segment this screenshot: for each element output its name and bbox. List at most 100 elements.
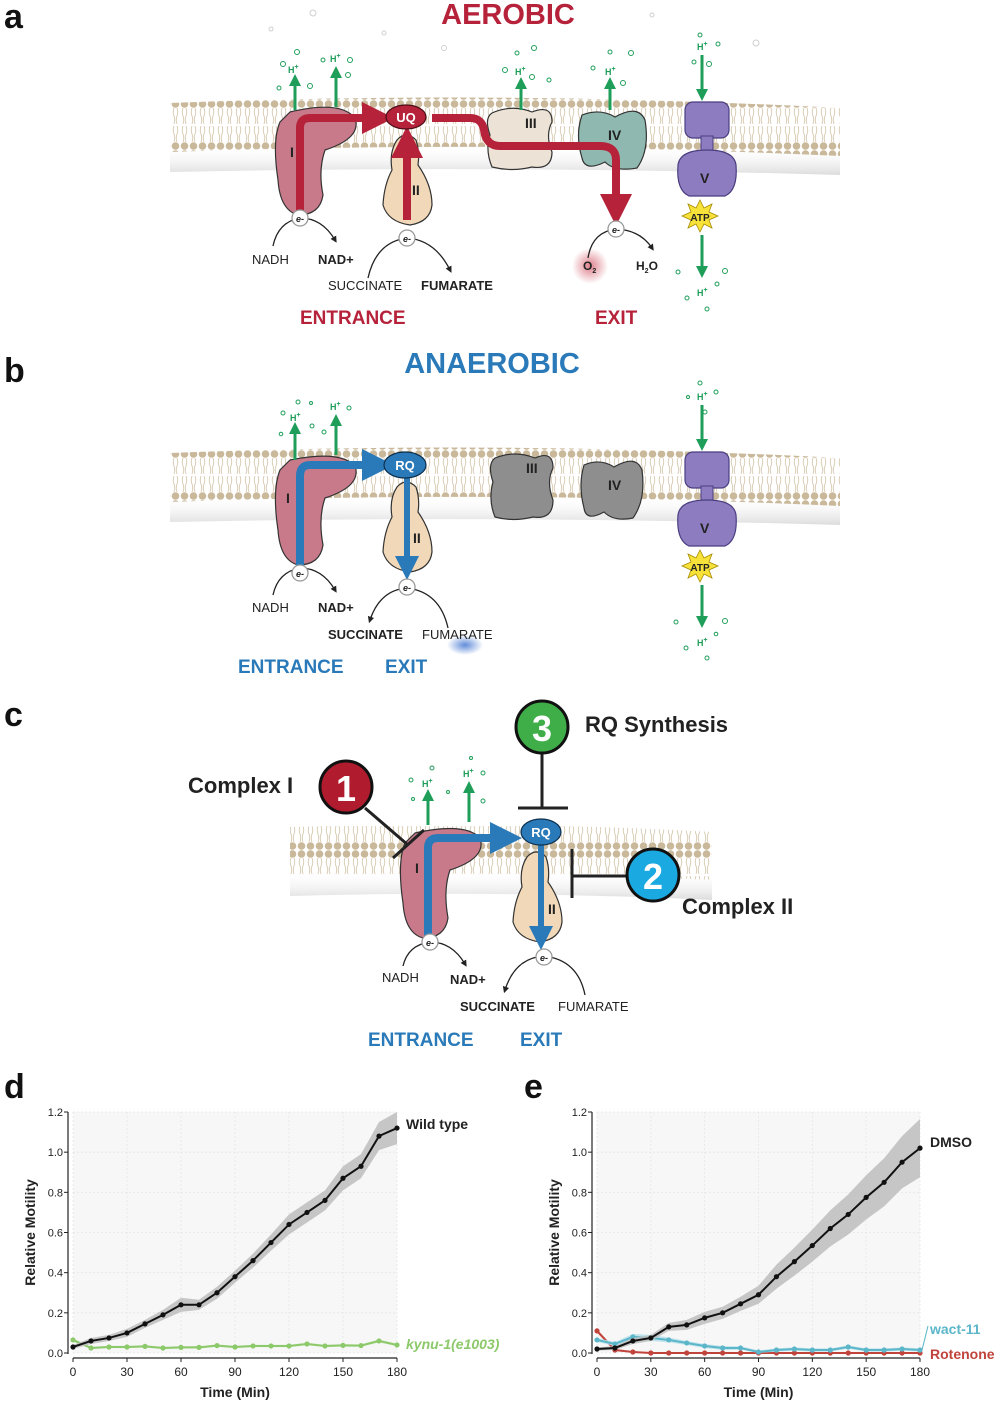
complex-v-label: V xyxy=(700,170,710,186)
svg-text:H+: H+ xyxy=(697,41,708,52)
complex-iv-b-inactive: IV xyxy=(580,460,644,520)
target-3-badge xyxy=(514,699,570,755)
y-tick-label: 0.2 xyxy=(48,1308,63,1320)
h2o-label: H2O xyxy=(636,259,658,275)
panel-letter-b: b xyxy=(4,352,25,390)
x-axis-label: Time (Min) xyxy=(724,1384,794,1400)
svg-text:RQ: RQ xyxy=(531,825,551,840)
data-point xyxy=(358,1342,364,1349)
y-tick-label: 0.0 xyxy=(48,1348,63,1360)
complex-iv-a: IV xyxy=(577,110,647,170)
target-1-label: Complex I xyxy=(188,773,293,798)
data-point xyxy=(612,1341,618,1347)
svg-text:H+: H+ xyxy=(330,53,341,64)
complex-iii-label: III xyxy=(525,115,537,131)
svg-text:H+: H+ xyxy=(290,412,301,423)
data-point xyxy=(594,1328,600,1334)
data-point xyxy=(720,1310,726,1316)
data-point xyxy=(594,1346,600,1352)
svg-text:H+: H+ xyxy=(422,778,433,789)
data-point xyxy=(666,1350,672,1356)
proton-pumps-c: H+ H+ xyxy=(408,756,486,825)
data-point xyxy=(376,1338,382,1344)
data-point xyxy=(773,1274,780,1280)
data-point xyxy=(268,1343,274,1349)
svg-text:3: 3 xyxy=(532,708,552,749)
svg-text:NAD+: NAD+ xyxy=(318,600,354,615)
data-point xyxy=(214,1342,220,1349)
electron-path-exit-a xyxy=(432,114,632,226)
data-point xyxy=(106,1344,112,1350)
data-point xyxy=(720,1350,726,1356)
svg-text:NADH: NADH xyxy=(382,970,419,985)
series-label: kynu-1(e1003) xyxy=(406,1336,500,1352)
reaction-succinate-a: e- SUCCINATE FUMARATE xyxy=(328,229,493,293)
data-point xyxy=(791,1350,797,1356)
label-leader-line xyxy=(921,1325,929,1351)
exit-label-c: EXIT xyxy=(520,1030,563,1051)
svg-text:FUMARATE: FUMARATE xyxy=(558,999,629,1014)
data-point xyxy=(178,1344,184,1350)
complex-v-b: V ATP xyxy=(677,451,737,583)
data-point xyxy=(702,1343,708,1349)
svg-text:e-: e- xyxy=(426,938,434,948)
x-tick-label: 60 xyxy=(174,1365,188,1379)
x-tick-label: 120 xyxy=(279,1365,299,1379)
uq-label: UQ xyxy=(396,110,416,125)
svg-text:H+: H+ xyxy=(330,401,341,412)
x-tick-label: 150 xyxy=(333,1365,353,1379)
ubiquinone-node: UQ xyxy=(385,104,427,130)
target-3-label: RQ Synthesis xyxy=(585,712,728,737)
proton-pumps-b: H+ H+ H+ H+ xyxy=(278,380,728,661)
data-point xyxy=(737,1350,744,1356)
target-2-label: Complex II xyxy=(682,894,793,919)
data-point xyxy=(899,1159,905,1165)
data-point xyxy=(106,1335,112,1341)
reaction-fumarate-c: e- SUCCINATE FUMARATE xyxy=(460,948,629,1014)
svg-text:H+: H+ xyxy=(605,66,616,77)
svg-text:SUCCINATE: SUCCINATE xyxy=(328,627,403,642)
data-point xyxy=(863,1347,869,1353)
data-point xyxy=(250,1258,256,1264)
data-point xyxy=(809,1347,815,1353)
x-tick-label: 90 xyxy=(228,1365,242,1379)
data-point xyxy=(702,1315,708,1321)
series-label: DMSO xyxy=(930,1134,972,1150)
data-point xyxy=(917,1145,923,1151)
data-point xyxy=(881,1179,887,1185)
data-point xyxy=(666,1324,672,1330)
nad-label-a: NAD+ xyxy=(318,252,354,267)
data-point xyxy=(88,1338,94,1344)
svg-text:2: 2 xyxy=(643,856,663,897)
svg-text:II: II xyxy=(548,901,556,917)
svg-text:1: 1 xyxy=(336,768,356,809)
data-point xyxy=(142,1321,148,1327)
panel-c: c I II RQ H+ H+ e- NADH xyxy=(4,696,793,1051)
data-point xyxy=(358,1163,364,1169)
data-point xyxy=(737,1301,744,1307)
exit-label-b: EXIT xyxy=(385,657,428,678)
svg-text:SUCCINATE: SUCCINATE xyxy=(460,999,535,1014)
reaction-nadh-c: e- NADH NAD+ xyxy=(382,933,486,987)
succinate-label-a: SUCCINATE xyxy=(328,278,402,293)
data-point xyxy=(340,1342,346,1348)
target-2-badge xyxy=(625,847,681,903)
data-point xyxy=(196,1344,202,1350)
data-point xyxy=(160,1345,166,1351)
fumarate-label-a: FUMARATE xyxy=(421,278,493,293)
data-point xyxy=(845,1344,851,1350)
x-tick-label: 90 xyxy=(752,1365,766,1379)
data-point xyxy=(648,1335,654,1341)
x-tick-label: 180 xyxy=(910,1365,930,1379)
svg-text:I: I xyxy=(415,860,419,876)
complex-iii-a: III xyxy=(486,107,553,171)
data-point xyxy=(863,1194,869,1200)
data-point xyxy=(720,1345,726,1351)
x-axis-label: Time (Min) xyxy=(200,1384,270,1400)
electron-path-entrance-b xyxy=(296,449,394,566)
data-point xyxy=(214,1290,220,1296)
y-tick-label: 1.2 xyxy=(572,1107,587,1119)
panel-letter-a: a xyxy=(4,0,24,36)
proton-pumps-a: H+ H+ H+ H+ H+ H+ xyxy=(268,9,760,312)
